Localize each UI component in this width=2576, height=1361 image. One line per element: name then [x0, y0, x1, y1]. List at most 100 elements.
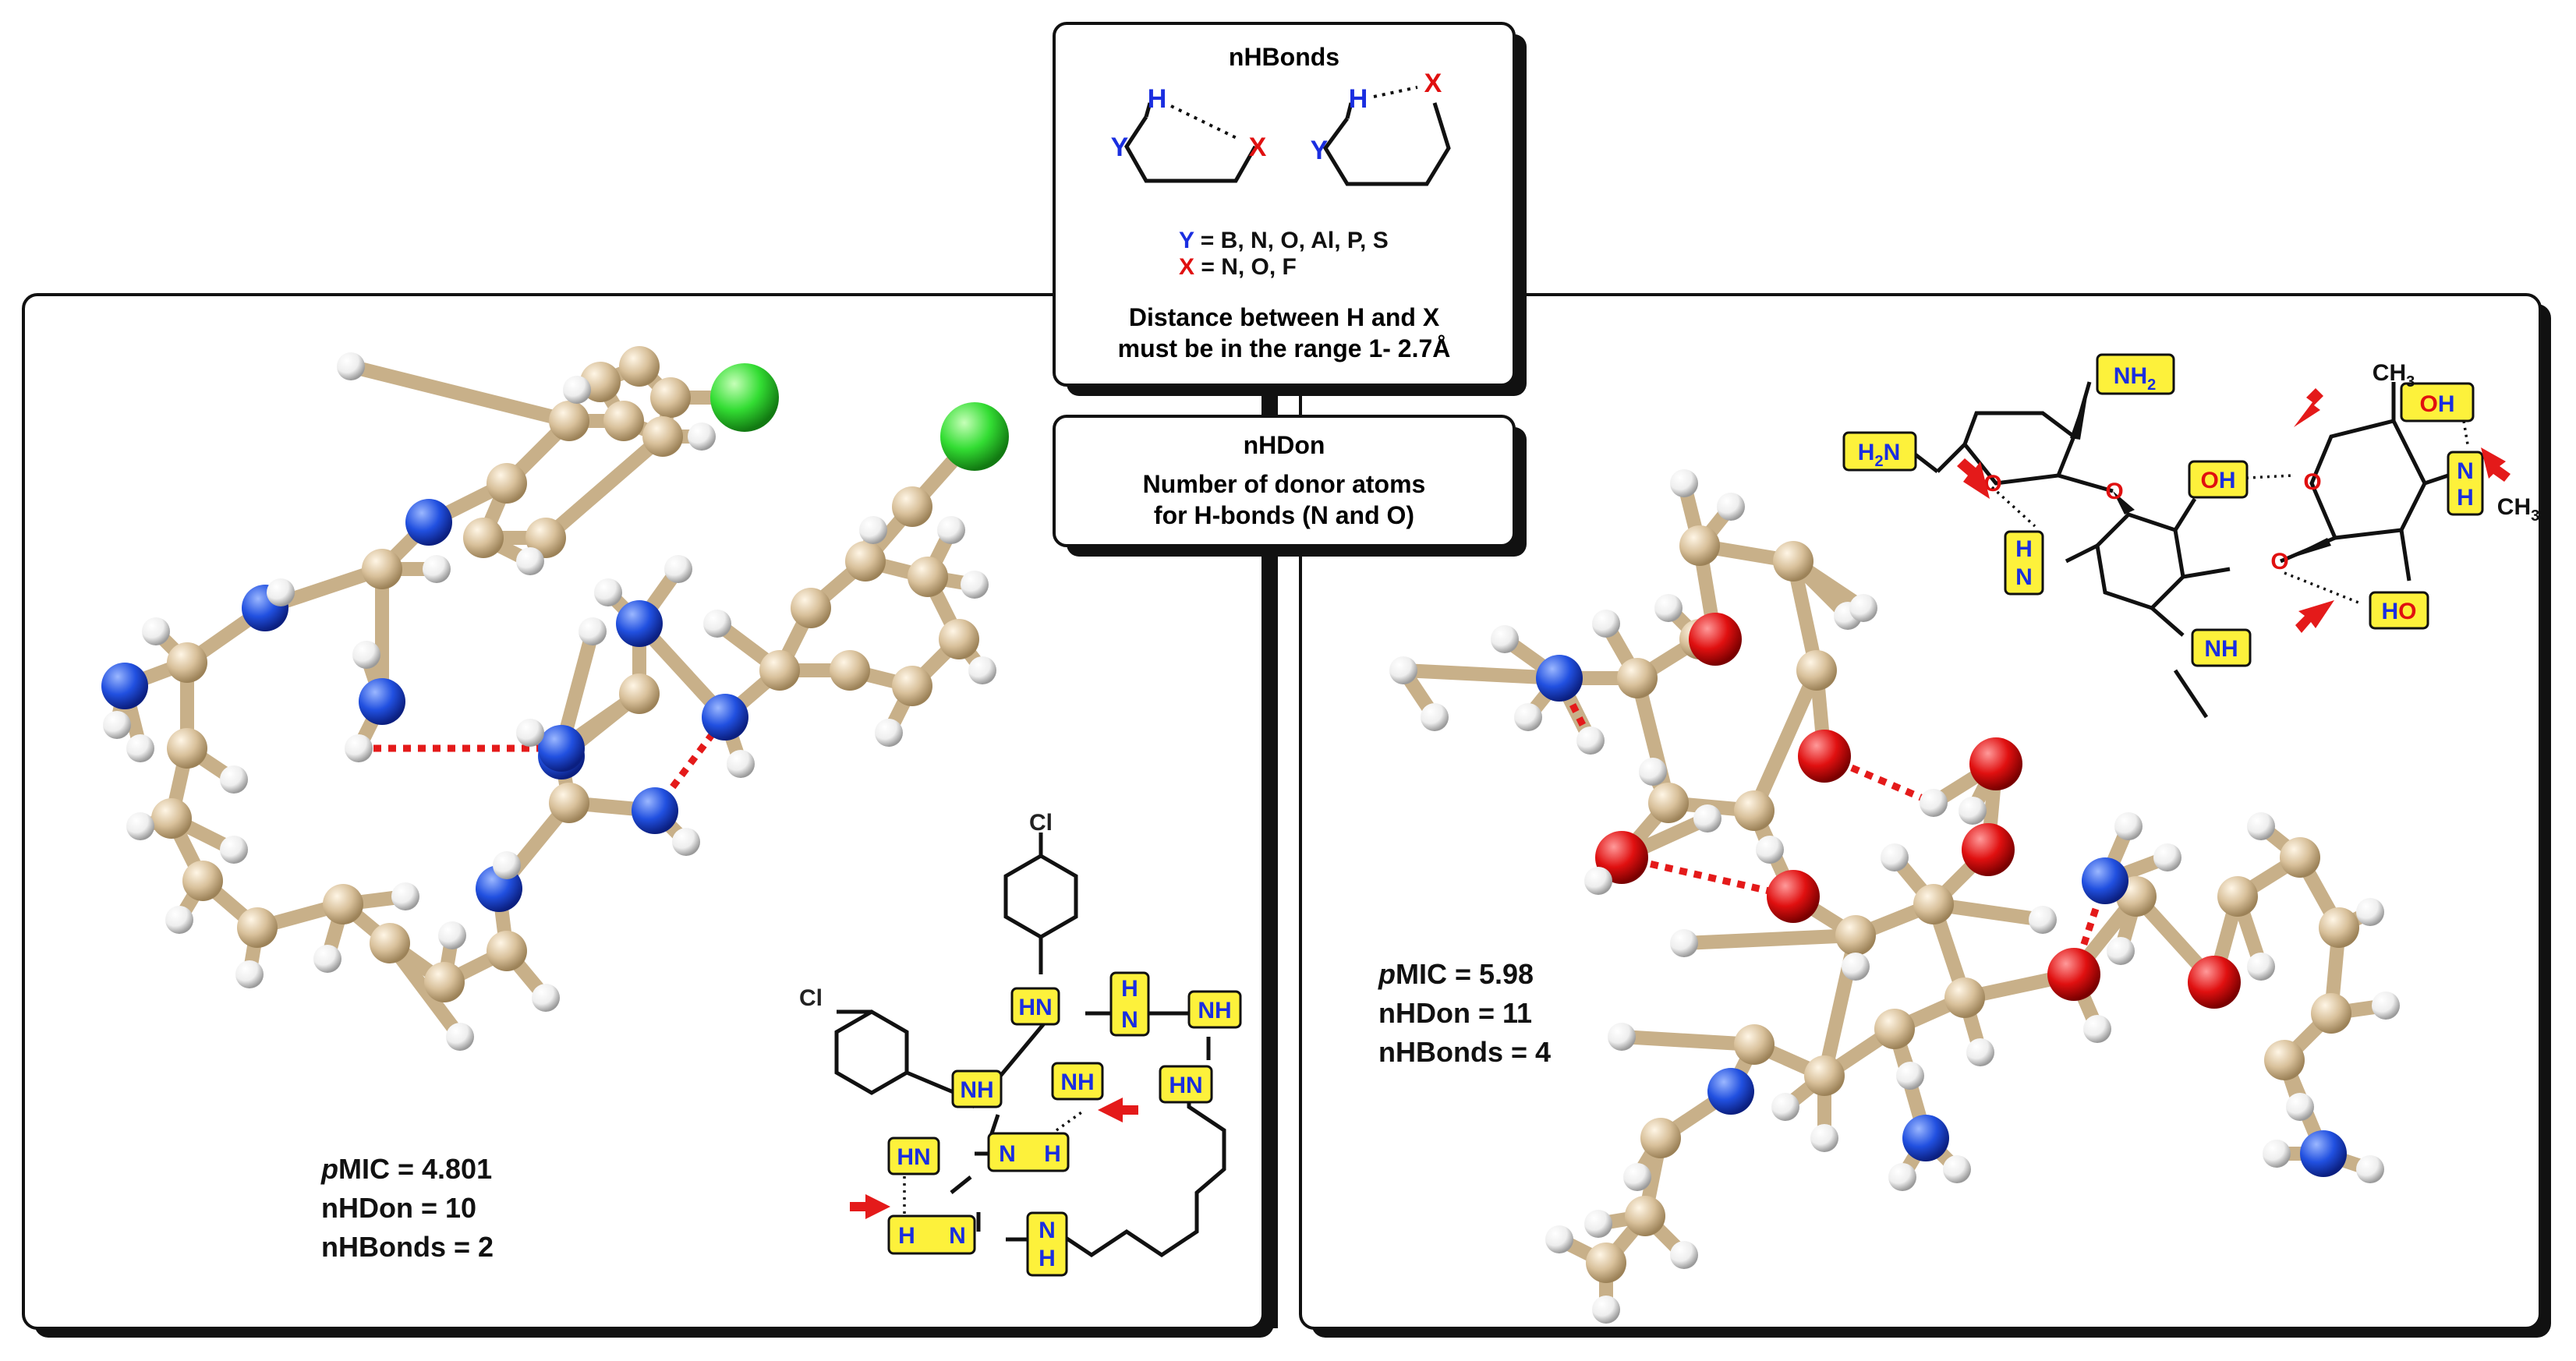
- ch3-right-sub: 3: [2531, 507, 2539, 525]
- hydrogen-atom: [267, 578, 295, 606]
- hydrogen-atom: [937, 516, 965, 544]
- hydrogen-atom: [1849, 594, 1877, 622]
- red-arrow-icon: [2295, 600, 2334, 633]
- red-arrow-icon: [850, 1194, 890, 1219]
- h2n-h: H: [1858, 440, 1875, 465]
- oxygen-atom: [1962, 823, 2015, 876]
- hydrogen-atom: [352, 641, 380, 669]
- ch3-right: CH3: [2497, 494, 2539, 525]
- hydrogen-atom: [563, 376, 591, 404]
- carbon-atom: [619, 346, 660, 387]
- oh-rt-h: H: [2438, 391, 2455, 417]
- carbon-atom: [791, 588, 831, 628]
- ch3-top-h: H: [2389, 360, 2406, 386]
- hbond-ring-5: [1124, 102, 1258, 183]
- nh2-sub: 2: [2147, 376, 2156, 394]
- left-3d-molecule: [101, 346, 1009, 1051]
- nitrogen-atom: [632, 787, 678, 834]
- carbon-atom: [1913, 884, 1954, 924]
- carbon-atom: [1796, 650, 1837, 691]
- nitrogen-atom: [1902, 1115, 1949, 1161]
- h2n-sub: 2: [1874, 453, 1883, 470]
- hydrogen-atom: [1592, 610, 1620, 638]
- covalent-bond: [1615, 1030, 1761, 1052]
- carbon-atom: [167, 728, 207, 769]
- hydrogen-atom: [438, 921, 466, 949]
- oxygen-atom: [1689, 613, 1742, 666]
- carbon-atom: [830, 650, 870, 691]
- right-pmic-p: p: [1378, 958, 1396, 990]
- right-pmic: pMIC = 5.98: [1378, 958, 1534, 990]
- hydrogen-atom: [2083, 1015, 2111, 1043]
- hydrogen-atom: [1959, 797, 1987, 825]
- ring5-x-label: X: [1249, 133, 1267, 162]
- hydrogen-atom: [516, 547, 544, 575]
- carbon-atom: [1874, 1009, 1915, 1049]
- carbon-atom: [2311, 993, 2351, 1034]
- lower-cl-label: Cl: [799, 985, 823, 1011]
- hydrogen-atom: [1756, 836, 1784, 864]
- hydrogen-atom: [1592, 1296, 1620, 1324]
- oxygen-atom: [1767, 870, 1820, 923]
- hydrogen-atom: [2263, 1140, 2291, 1168]
- hydrogen-atom: [1670, 929, 1698, 957]
- y-def-elements: = B, N, O, Al, P, S: [1194, 228, 1388, 253]
- distance-note-line1: Distance between H and X: [1129, 303, 1440, 331]
- carbon-atom: [650, 377, 691, 418]
- nhdon-line2: for H-bonds (N and O): [1154, 501, 1414, 529]
- hydrogen-atom: [126, 812, 154, 840]
- hydrogen-atom: [493, 851, 521, 879]
- oxygen-atom: [2047, 948, 2100, 1001]
- x-def-elements: = N, O, F: [1194, 254, 1297, 280]
- oh-upper-h: H: [2219, 468, 2236, 493]
- carbon-atom: [549, 401, 589, 441]
- hydrogen-atom: [1654, 594, 1683, 622]
- carbon-atom: [1648, 783, 1689, 823]
- hydrogen-atom: [423, 555, 451, 583]
- covalent-bond: [539, 430, 670, 545]
- hydrogen-atom: [235, 960, 264, 988]
- hydrogen-atom: [1623, 1163, 1651, 1191]
- carbon-atom: [1640, 1118, 1681, 1158]
- hydrogen-atom: [142, 617, 170, 645]
- ring6-x-label: X: [1424, 69, 1442, 98]
- nhdon-title: nHDon: [1244, 431, 1325, 459]
- ring5-y-label: Y: [1111, 133, 1129, 162]
- carbon-atom: [908, 557, 948, 597]
- carbon-atom: [939, 619, 979, 659]
- nhbonds-title: nHBonds: [1229, 43, 1339, 71]
- distance-note-line2: must be in the range 1- 2.7Å: [1118, 334, 1451, 362]
- carbon-atom: [167, 642, 207, 683]
- h2n-n: N: [1884, 440, 1901, 465]
- hydrogen-atom: [2114, 812, 2143, 840]
- carbon-atom: [487, 463, 527, 504]
- nitrogen-atom: [2300, 1130, 2347, 1177]
- carbon-atom: [1804, 1055, 1845, 1096]
- right-pmic-value: MIC = 5.98: [1396, 958, 1534, 990]
- left-nhbonds: nHBonds = 2: [321, 1231, 494, 1263]
- label-h-right: H: [1044, 1141, 1061, 1167]
- carbon-atom: [549, 783, 589, 823]
- hydrogen-atom: [1608, 1023, 1636, 1051]
- ring5-h-label: H: [1148, 84, 1167, 114]
- label-nh-lower: NH: [960, 1077, 993, 1103]
- right-2d-structure: H2N NH2 OH OH HO N H H N NH O O O O CH3 …: [1842, 353, 2539, 719]
- nitrogen-atom: [538, 725, 585, 772]
- hydrogen-atom: [1389, 656, 1417, 684]
- carbon-atom: [642, 416, 683, 457]
- ch3-right-c: C: [2497, 494, 2514, 520]
- x-def-symbol: X: [1179, 254, 1194, 280]
- ring6-h-label: H: [1349, 84, 1368, 114]
- hydrogen-atom: [220, 765, 248, 794]
- nh-ring-h: H: [2457, 485, 2474, 511]
- hydrogen-atom: [2356, 1155, 2384, 1183]
- carbon-atom: [1586, 1243, 1626, 1283]
- carbon-atom: [1617, 658, 1658, 698]
- hydrogen-atom: [2247, 953, 2275, 981]
- nh-ethyl: NH: [2204, 636, 2238, 662]
- right-nhbonds: nHBonds = 4: [1378, 1036, 1551, 1068]
- hydrogen-atom: [703, 610, 731, 638]
- y-def-symbol: Y: [1179, 228, 1194, 253]
- nh2-label: NH2: [2114, 363, 2156, 394]
- ring-o-1: O: [1983, 471, 2001, 497]
